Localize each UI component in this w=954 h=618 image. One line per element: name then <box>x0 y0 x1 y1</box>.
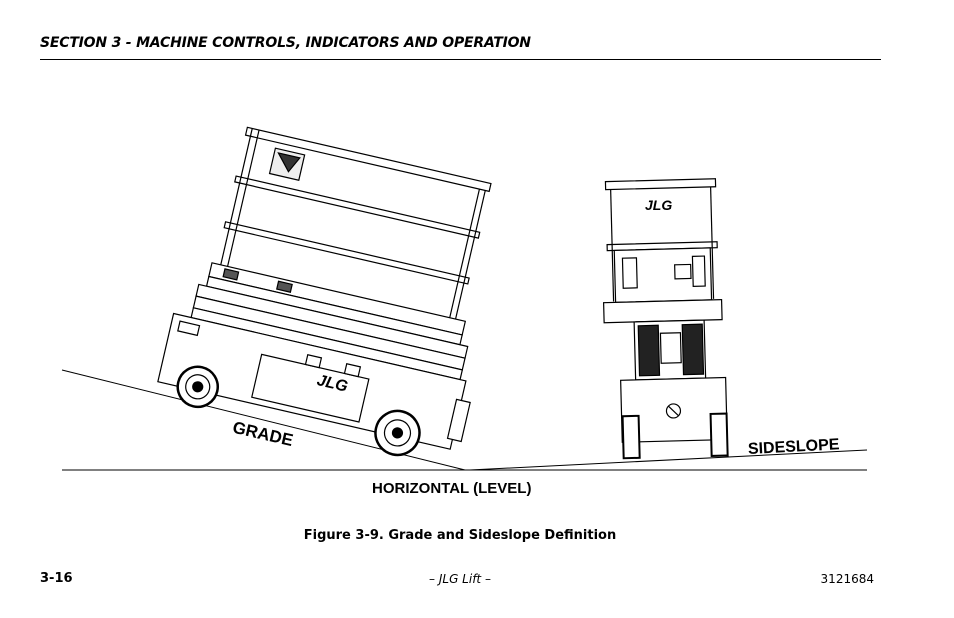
figure-caption: Figure 3-9. Grade and Sideslope Definiti… <box>303 528 617 543</box>
document-number: 3121684 <box>820 572 874 586</box>
figure-drawing: JLG JLG <box>61 126 868 497</box>
sideslope-label: SIDESLOPE <box>748 436 841 458</box>
page-number: 3-16 <box>40 571 73 586</box>
sideslope-line <box>469 449 868 471</box>
sideslope-platform-logo: JLG <box>645 197 672 213</box>
scissor-lift-on-grade <box>157 126 492 457</box>
footer-center-text: – JLG Lift – <box>429 572 491 586</box>
header-rule <box>40 59 881 60</box>
grade-sideslope-figure: JLG JLG <box>55 115 870 505</box>
horizontal-level-label: HORIZONTAL (LEVEL) <box>372 480 531 497</box>
section-header: SECTION 3 - MACHINE CONTROLS, INDICATORS… <box>40 35 531 51</box>
grade-chassis-logo: JLG <box>315 372 349 396</box>
grade-label: GRADE <box>231 418 295 450</box>
scissor-lift-on-sideslope <box>602 178 729 460</box>
